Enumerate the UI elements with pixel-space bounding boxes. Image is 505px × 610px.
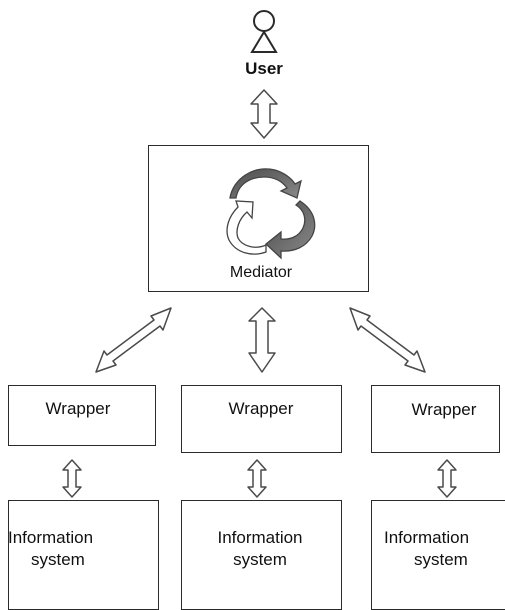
user-label: User xyxy=(245,59,283,78)
wrapper-label-center: Wrapper xyxy=(228,399,294,418)
mediator-architecture-diagram: User Mediator xyxy=(8,10,505,610)
wrapper-system-arrows xyxy=(62,459,457,498)
information-system-label-center-line1: Information xyxy=(217,528,303,547)
wrapper-box-right xyxy=(371,385,500,453)
wrapper-label-right: Wrapper xyxy=(411,400,477,419)
information-system-box-center xyxy=(181,500,342,610)
information-system-label-right-line2: system xyxy=(414,550,468,569)
information-system-label-right-line1: Information xyxy=(384,528,470,547)
information-system-label-center-line2: system xyxy=(233,550,287,569)
user-mediator-arrow xyxy=(250,89,278,139)
mediator-label: Mediator xyxy=(229,264,293,281)
cycle-icon xyxy=(226,168,316,260)
information-system-label-left-line1: Information xyxy=(8,528,94,547)
wrapper-label-left: Wrapper xyxy=(45,399,111,418)
information-system-label-left-line2: system xyxy=(31,550,85,569)
wrapper-box-left xyxy=(8,385,156,446)
mediator-wrapper-arrows xyxy=(95,307,426,373)
information-system-box-right xyxy=(371,500,505,610)
information-system-box-left xyxy=(8,500,159,610)
wrapper-box-center xyxy=(181,385,342,453)
user-icon xyxy=(250,10,278,53)
